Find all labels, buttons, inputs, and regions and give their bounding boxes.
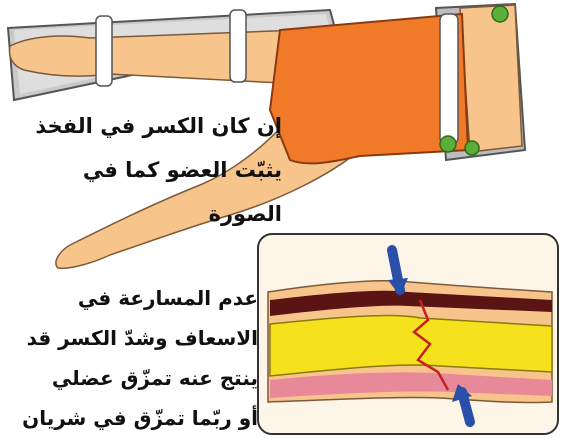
warning-caption: عدم المسارعة في الاسعاف وشدّ الكسر قد ين… — [6, 278, 258, 438]
bone-fracture-icon — [258, 234, 558, 434]
splint-caption-line-3: الصورة — [112, 192, 282, 236]
splint-caption: إن كان الكسر في الفخذ يثبّت العضو كما في… — [112, 104, 282, 236]
shorts — [270, 14, 468, 163]
warning-caption-line-2: الاسعاف وشدّ الكسر قد — [6, 318, 258, 358]
warning-caption-line-4: أو ربّما تمزّق في شريان — [6, 398, 258, 438]
splint-caption-line-1: إن كان الكسر في الفخذ — [112, 104, 282, 148]
warning-caption-line-1: عدم المسارعة في — [6, 278, 258, 318]
warning-caption-line-3: ينتج عنه تمزّق عضلي — [6, 358, 258, 398]
splint-caption-line-2: يثبّت العضو كما في — [112, 148, 282, 192]
